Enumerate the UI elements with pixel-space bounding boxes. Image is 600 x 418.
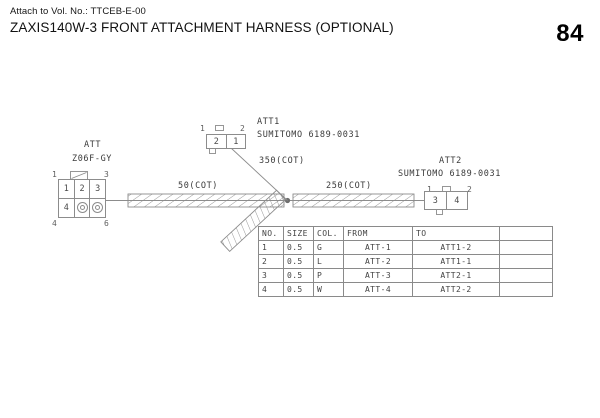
att2-corner-left: 1	[427, 185, 432, 194]
row4-from: ATT-4	[343, 282, 413, 297]
table-row: 3 0.5 P ATT-3 ATT2-1	[258, 268, 553, 283]
att-pin-2[interactable]: 2	[73, 180, 90, 198]
header-size: SIZE	[283, 226, 314, 241]
att2-corner-right: 2	[467, 185, 472, 194]
att2-row: 3 4	[425, 192, 467, 209]
row3-from: ATT-3	[343, 268, 413, 283]
att1-corner-right: 2	[240, 124, 245, 133]
header-from: FROM	[343, 226, 413, 241]
table-body: 1 0.5 G ATT-1 ATT1-2 2 0.5 L ATT-2 ATT1-…	[258, 240, 553, 297]
row2-blank	[499, 254, 553, 269]
row3-size: 0.5	[283, 268, 314, 283]
att-pin-3[interactable]: 3	[89, 180, 105, 198]
table-row: 2 0.5 L ATT-2 ATT1-1	[258, 254, 553, 269]
att1-row: 2 1	[207, 135, 245, 148]
row3-blank	[499, 268, 553, 283]
header-to: TO	[412, 226, 500, 241]
row1-no: 1	[258, 240, 284, 255]
wire-list-table: NO. SIZE COL. FROM TO 1 0.5 G ATT-1 ATT1…	[258, 226, 553, 297]
connector-att1[interactable]: 2 1	[206, 134, 246, 149]
page-number: 84	[556, 20, 584, 47]
att1-pin-1[interactable]: 1	[225, 135, 246, 148]
att-corner-top-left: 1	[52, 170, 57, 179]
att-pin-4[interactable]: 4	[63, 202, 69, 213]
table-head: NO. SIZE COL. FROM TO	[258, 226, 553, 241]
att-pin-5-empty[interactable]	[73, 198, 90, 217]
row3-to: ATT2-1	[412, 268, 500, 283]
att2-label: ATT2	[439, 156, 462, 166]
row2-from: ATT-2	[343, 254, 413, 269]
att1-pin-2[interactable]: 2	[213, 136, 219, 147]
att-pin-1[interactable]: 1	[63, 183, 69, 194]
row2-col: L	[313, 254, 344, 269]
table-row: 4 0.5 W ATT-4 ATT2-2	[258, 282, 553, 297]
header-col: COL.	[313, 226, 344, 241]
att-corner-top-right: 3	[104, 170, 109, 179]
length-label-350: 350(COT)	[259, 156, 305, 166]
row1-blank	[499, 240, 553, 255]
row4-no: 4	[258, 282, 284, 297]
connector-att[interactable]: 1 2 3 4	[58, 179, 106, 218]
empty-pin-ring-icon	[76, 202, 88, 214]
connector-att2[interactable]: 3 4	[424, 191, 468, 210]
page-title: ZAXIS140W-3 FRONT ATTACHMENT HARNESS (OP…	[10, 20, 394, 35]
row4-col: W	[313, 282, 344, 297]
att2-part-number: SUMITOMO 6189-0031	[398, 169, 501, 179]
row3-no: 3	[258, 268, 284, 283]
att-corner-bottom-left: 4	[52, 219, 57, 228]
att-row-bottom: 4	[59, 197, 105, 217]
row4-blank	[499, 282, 553, 297]
header-no: NO.	[258, 226, 284, 241]
att-part-number: Z06F-GY	[72, 154, 113, 164]
attach-volume-line: Attach to Vol. No.: TTCEB-E-00	[10, 6, 146, 17]
row1-from: ATT-1	[343, 240, 413, 255]
row4-to: ATT2-2	[412, 282, 500, 297]
row1-to: ATT1-2	[412, 240, 500, 255]
att1-label: ATT1	[257, 117, 280, 127]
att-pin-6-empty[interactable]	[89, 198, 105, 217]
row2-no: 2	[258, 254, 284, 269]
row4-size: 0.5	[283, 282, 314, 297]
length-label-50: 50(COT)	[178, 181, 219, 191]
att-corner-bottom-right: 6	[104, 219, 109, 228]
header-blank	[499, 226, 553, 241]
row2-to: ATT1-1	[412, 254, 500, 269]
header: Attach to Vol. No.: TTCEB-E-00 ZAXIS140W…	[10, 6, 480, 36]
table-row: 1 0.5 G ATT-1 ATT1-2	[258, 240, 553, 255]
row1-col: G	[313, 240, 344, 255]
att-row-top: 1 2 3	[59, 180, 105, 198]
row3-col: P	[313, 268, 344, 283]
att2-pin-3[interactable]: 3	[432, 195, 438, 206]
empty-pin-ring-icon	[92, 202, 104, 214]
row2-size: 0.5	[283, 254, 314, 269]
att1-part-number: SUMITOMO 6189-0031	[257, 130, 360, 140]
att2-pin-4[interactable]: 4	[445, 192, 468, 209]
table-header-row: NO. SIZE COL. FROM TO	[258, 226, 553, 241]
row1-size: 0.5	[283, 240, 314, 255]
att1-corner-left: 1	[200, 124, 205, 133]
att-label: ATT	[84, 140, 102, 150]
length-label-250: 250(COT)	[326, 181, 372, 191]
